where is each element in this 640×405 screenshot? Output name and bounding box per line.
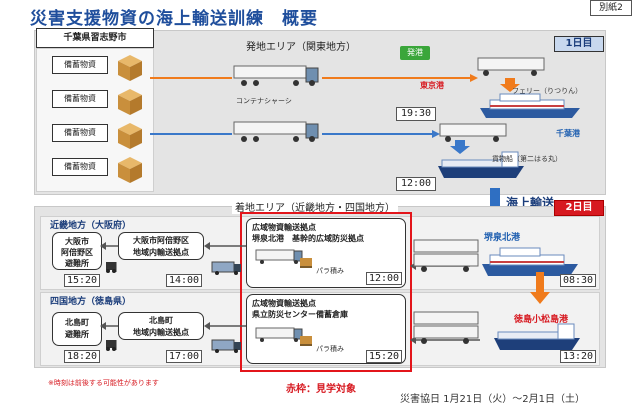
ferry-icon xyxy=(482,247,578,276)
time-chiba: 12:00 xyxy=(396,177,436,191)
day1-area-label: 発地エリア（関東地方） xyxy=(246,42,356,53)
small-truck-icon xyxy=(211,261,241,275)
cargo-box-2: 備蓄物資 xyxy=(52,90,108,108)
red-frame-legend: 赤枠：見学対象 xyxy=(286,384,356,395)
cargo-label: 備蓄物資 xyxy=(64,162,96,171)
time-tokyo: 19:30 xyxy=(396,107,436,121)
truck-icon xyxy=(233,65,319,86)
day1-badge: 1日目 xyxy=(554,36,604,52)
port-chiba-label: 千葉港 xyxy=(556,129,580,138)
trailer-icon xyxy=(477,57,545,76)
forklift-icon xyxy=(106,262,117,273)
kinki-local-base-box: 大阪市阿倍野区 地域内輸送拠点 xyxy=(118,232,204,260)
footer-dates: 災害協日 1月21日（火）～2月1日（土） xyxy=(400,394,585,405)
sakai-port-label: 堺泉北港 xyxy=(484,233,521,243)
trailer-icon xyxy=(413,311,479,344)
sakai-port-time: 08:30 xyxy=(560,274,596,287)
kinki-shelter-time: 15:20 xyxy=(64,274,100,287)
shikoku-shelter-box: 北島町 避難所 xyxy=(52,312,102,346)
kinki-local-time: 14:00 xyxy=(166,274,202,287)
down-arrow-icon xyxy=(500,78,520,92)
trailer-icon xyxy=(413,239,479,272)
cargo-box-1: 備蓄物資 xyxy=(52,56,108,74)
annex-label: 別紙2 xyxy=(590,0,632,16)
tokushima-port-label: 徳島小松島港 xyxy=(514,315,569,325)
kinki-wide-time: 12:00 xyxy=(366,272,402,285)
cargo-box-4: 備蓄物資 xyxy=(52,158,108,176)
shikoku-local-time: 17:00 xyxy=(166,350,202,363)
orange-route-arrow xyxy=(150,74,478,82)
origin-city-box: 千葉県習志野市 xyxy=(36,28,154,48)
ferry-label: フェリー（りつりん） xyxy=(512,87,583,95)
orange-down-arrow-icon xyxy=(530,272,550,304)
shikoku-region-label: 四国地方（徳島県） xyxy=(50,297,132,307)
cargo-box-3: 備蓄物資 xyxy=(52,124,108,142)
shikoku-wide-base-name: 広域物資輸送拠点 県立防災センター備蓄倉庫 xyxy=(252,299,348,319)
pallet-icon xyxy=(300,258,312,268)
chassis-label: コンテナシャーシ xyxy=(236,97,292,105)
truck-icon xyxy=(255,327,303,342)
cargo-label: 備蓄物資 xyxy=(64,60,96,69)
pallet-icon xyxy=(300,336,312,346)
truck-icon xyxy=(233,121,319,142)
forklift-icon xyxy=(106,340,117,351)
day2-badge: 2日目 xyxy=(554,200,604,216)
cargo-ship-icon xyxy=(494,323,580,350)
shikoku-shelter-time: 18:20 xyxy=(64,350,100,363)
small-truck-icon xyxy=(211,339,241,353)
cargo-label: 備蓄物資 xyxy=(64,128,96,137)
shikoku-pallet-label: パラ積み xyxy=(316,345,344,353)
trailer-icon xyxy=(439,123,507,142)
blue-route-arrow xyxy=(150,130,440,138)
day1-port-tag: 発港 xyxy=(400,46,430,60)
kinki-region-label: 近畿地方（大阪府） xyxy=(50,221,132,231)
tokushima-port-time: 13:20 xyxy=(560,350,596,363)
package-icons xyxy=(118,55,142,183)
shikoku-wide-time: 15:20 xyxy=(366,350,402,363)
port-tokyo-label: 東京港 xyxy=(420,81,444,90)
kinki-wide-base-name: 広域物資輸送拠点 堺泉北港 基幹的広域防災拠点 xyxy=(252,223,364,243)
down-arrow-icon xyxy=(450,140,470,154)
origin-city-name: 千葉県習志野市 xyxy=(63,33,127,43)
day2-area-label: 着地エリア（近畿地方・四国地方） xyxy=(232,199,398,214)
truck-icon xyxy=(255,249,303,264)
page-title: 災害支援物資の海上輸送訓練 概要 xyxy=(30,9,318,29)
ferry-icon xyxy=(480,93,580,118)
cargo-label: 備蓄物資 xyxy=(64,94,96,103)
shikoku-local-base-box: 北島町 地域内輸送拠点 xyxy=(118,312,204,340)
cargo-ship-icon xyxy=(438,151,524,178)
kinki-pallet-label: パラ積み xyxy=(316,267,344,275)
kinki-shelter-box: 大阪市 阿倍野区 避難所 xyxy=(52,232,102,270)
visit-target-frame xyxy=(240,212,412,372)
cargo-ship-label: 貨物船（第二はる丸） xyxy=(492,155,562,163)
time-note: ※時刻は前後する可能性があります xyxy=(48,379,159,387)
